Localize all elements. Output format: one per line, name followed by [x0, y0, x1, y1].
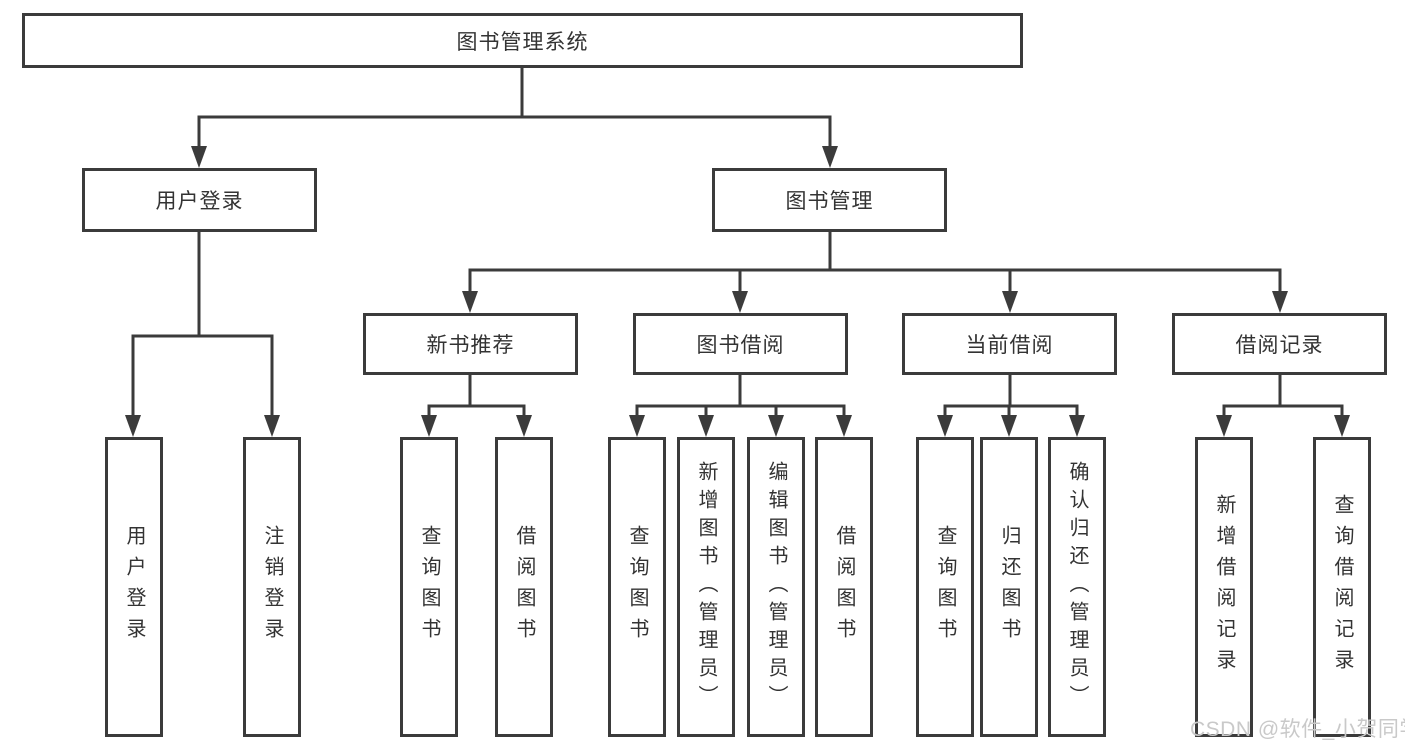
node-user-login: 用户登录 [82, 168, 317, 232]
leaf-borrow-books-recommend: 借阅图书 [495, 437, 553, 737]
csdn-watermark: CSDN @软件_小贺同学 [1190, 718, 1405, 741]
node-label: 借阅记录 [1235, 334, 1324, 357]
node-label: 查询图书 [418, 525, 440, 649]
leaf-user-login: 用户登录 [105, 437, 163, 737]
leaf-edit-books-admin: 编辑图书（管理员） [747, 437, 805, 737]
node-label: 归还图书 [998, 525, 1020, 649]
leaf-add-borrow-record: 新增借阅记录 [1195, 437, 1253, 737]
node-label: 查询图书 [934, 525, 956, 649]
node-label: 新书推荐 [426, 334, 515, 357]
node-label: 借阅图书 [833, 525, 855, 649]
leaf-query-books-current: 查询图书 [916, 437, 974, 737]
node-book-borrowing: 图书借阅 [633, 313, 848, 375]
leaf-borrow-books: 借阅图书 [815, 437, 873, 737]
node-library-management-system: 图书管理系统 [22, 13, 1023, 68]
node-label: 用户登录 [123, 525, 145, 649]
node-label: 查询图书 [626, 525, 648, 649]
node-label: 编辑图书（管理员） [765, 461, 787, 713]
leaf-add-books-admin: 新增图书（管理员） [677, 437, 735, 737]
leaf-query-books-borrowing: 查询图书 [608, 437, 666, 737]
node-label: 图书管理 [785, 190, 874, 213]
node-book-management: 图书管理 [712, 168, 947, 232]
node-label: 确认归还（管理员） [1066, 461, 1088, 713]
node-borrowing-records: 借阅记录 [1172, 313, 1387, 375]
leaf-return-books: 归还图书 [980, 437, 1038, 737]
node-label: 当前借阅 [965, 334, 1054, 357]
leaf-confirm-return-admin: 确认归还（管理员） [1048, 437, 1106, 737]
node-label: 用户登录 [155, 190, 244, 213]
leaf-query-borrow-record: 查询借阅记录 [1313, 437, 1371, 737]
node-label: 新增借阅记录 [1213, 494, 1235, 680]
node-label: 新增图书（管理员） [695, 461, 717, 713]
node-label: 借阅图书 [513, 525, 535, 649]
node-label: 查询借阅记录 [1331, 494, 1353, 680]
node-label: 注销登录 [261, 525, 283, 649]
node-label: 图书借阅 [696, 334, 785, 357]
node-current-borrowing: 当前借阅 [902, 313, 1117, 375]
leaf-query-books-recommend: 查询图书 [400, 437, 458, 737]
node-label: 图书管理系统 [456, 30, 589, 54]
node-new-book-recommend: 新书推荐 [363, 313, 578, 375]
leaf-logout: 注销登录 [243, 437, 301, 737]
